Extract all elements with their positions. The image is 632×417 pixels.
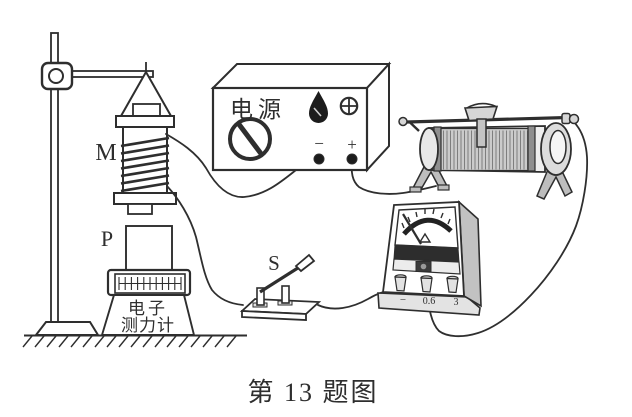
meter-display-grid: [118, 277, 182, 290]
rheostat-left-foot-b: [437, 184, 450, 191]
power-terminal-positive: [346, 153, 358, 165]
coil-windings: [120, 136, 170, 193]
coil-bottom-flange: [113, 192, 177, 205]
rheostat: [398, 102, 580, 200]
ammeter-zero-adjust-dot: [420, 263, 427, 270]
stand-arm: [70, 70, 154, 78]
block-label: P: [101, 226, 113, 251]
switch-label: S: [268, 251, 280, 275]
rheostat-slider: [463, 105, 499, 122]
switch-post-right: [281, 285, 290, 304]
wire-coil-to-switch: [166, 185, 244, 306]
ammeter-unit-triangle-icon: [418, 232, 432, 243]
ground-hatch: [22, 335, 237, 348]
force-meter-name-line1: 电子: [128, 299, 168, 318]
ammeter-terminal-3-label: 3: [454, 297, 459, 308]
rheostat-left-cap: [419, 127, 439, 171]
block-p: [125, 225, 173, 271]
switch-post-left: [256, 287, 265, 306]
power-positive-label: +: [347, 135, 357, 154]
switch-handle: [294, 253, 316, 273]
ammeter-post-neg: [394, 276, 407, 292]
power-supply: [210, 61, 392, 173]
coil-label: M: [95, 140, 116, 166]
ground: [22, 334, 247, 348]
knife-switch: [239, 253, 322, 321]
power-terminal-negative: [313, 153, 325, 165]
power-title: 电源: [230, 97, 286, 122]
power-negative-label: −: [314, 134, 324, 153]
power-knob-slash-icon: [236, 121, 264, 157]
power-indicator-highlight: [313, 107, 322, 117]
power-indicator-drop-icon: [309, 91, 328, 123]
power-screw-cross-icon: [341, 98, 357, 114]
rheostat-slider-grip: [466, 102, 497, 109]
rheostat-rail-bracket: [408, 120, 420, 132]
force-meter-name-line2: 测力计: [121, 316, 175, 335]
ammeter-needle: [402, 213, 422, 245]
coil-bottom-stub: [127, 203, 153, 215]
power-box-top: [210, 63, 392, 89]
rheostat-right-opening: [549, 129, 567, 165]
ammeter: [377, 200, 482, 316]
clamp-screw-icon: [48, 68, 64, 84]
figure-caption: 第 13 题图: [247, 378, 378, 407]
ammeter-terminal-06-label: 0.6: [423, 296, 436, 307]
meter-body: [100, 294, 196, 336]
ammeter-post-3: [446, 277, 459, 294]
electronic-force-meter: [100, 225, 196, 336]
switch-base-front: [241, 310, 307, 321]
ammeter-post-06: [420, 277, 433, 293]
stand-base: [33, 321, 100, 336]
ammeter-scale-arc: [402, 217, 453, 236]
solenoid-m: [113, 69, 177, 215]
coil-top-stub: [132, 103, 161, 117]
coil-top-flange: [115, 115, 175, 128]
wire-rheostat-to-ammeter: [426, 120, 589, 338]
rheostat-rail-knob-right: [568, 113, 580, 125]
ammeter-base: [377, 292, 481, 316]
rheostat-clamp-band-right: [527, 125, 536, 172]
rheostat-slider-stem: [476, 118, 487, 148]
rheostat-rail-knob-left: [398, 116, 408, 127]
ammeter-terminal-neg-label: −: [400, 294, 406, 306]
rheostat-left-foot-a: [409, 186, 422, 193]
switch-lever: [259, 264, 302, 294]
ammeter-scale-ticks: [401, 208, 451, 229]
